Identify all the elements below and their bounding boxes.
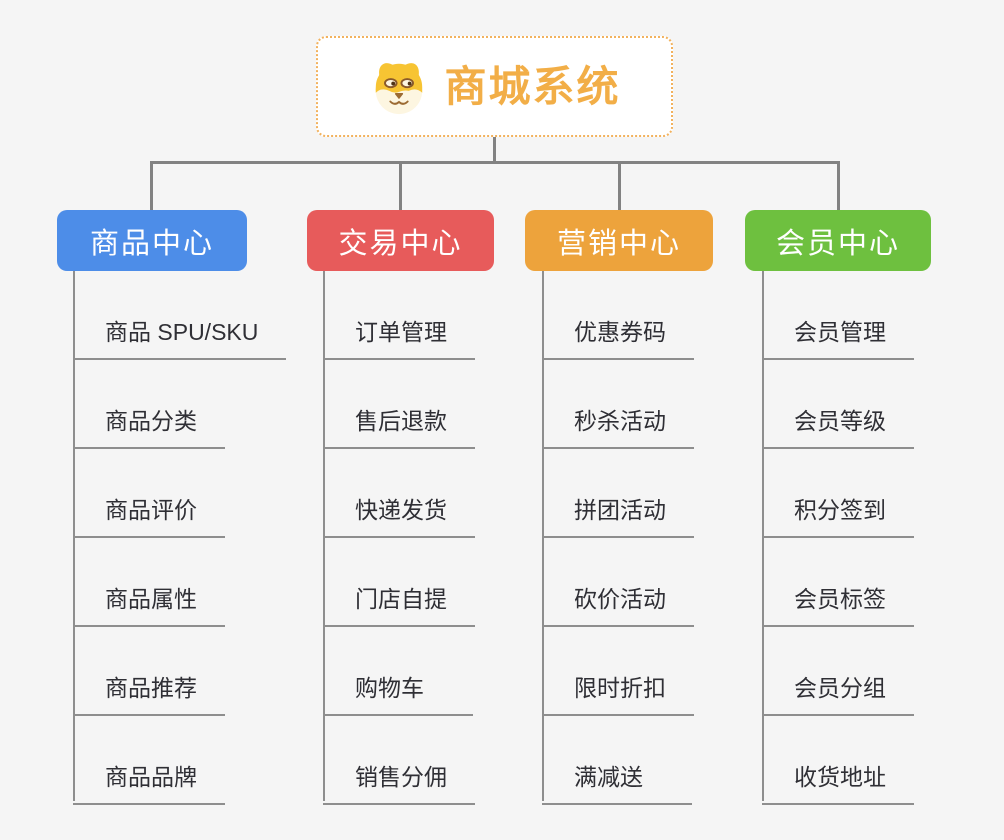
leaf-node[interactable]: 优惠券码 [542,271,694,360]
leaf-node[interactable]: 商品属性 [73,538,225,627]
branch-column-product: 商品 SPU/SKU 商品分类 商品评价 商品属性 商品推荐 商品品牌 [73,271,287,805]
leaf-node[interactable]: 快递发货 [323,449,475,538]
leaf-node[interactable]: 积分签到 [762,449,914,538]
leaf-node[interactable]: 订单管理 [323,271,475,360]
leaf-node[interactable]: 商品分类 [73,360,225,449]
leaf-node[interactable]: 收货地址 [762,716,914,805]
leaf-node[interactable]: 会员分组 [762,627,914,716]
branch-header-marketing-center[interactable]: 营销中心 [525,210,713,271]
connector-root-stub [493,137,496,164]
leaf-node[interactable]: 购物车 [323,627,473,716]
leaf-node[interactable]: 门店自提 [323,538,475,627]
connector-drop-product [150,164,153,210]
root-node[interactable]: 商城系统 [316,36,673,137]
leaf-node[interactable]: 限时折扣 [542,627,694,716]
connector-drop-trade [399,164,402,210]
branch-column-marketing: 优惠券码 秒杀活动 拼团活动 砍价活动 限时折扣 满减送 [542,271,694,805]
connector-horizontal-line [150,161,840,164]
leaf-node[interactable]: 拼团活动 [542,449,694,538]
leaf-node[interactable]: 秒杀活动 [542,360,694,449]
leaf-node[interactable]: 砍价活动 [542,538,694,627]
connector-drop-member [837,164,840,210]
branch-trunk-line [73,271,75,801]
branch-column-trade: 订单管理 售后退款 快递发货 门店自提 购物车 销售分佣 [323,271,475,805]
leaf-node[interactable]: 满减送 [542,716,692,805]
leaf-node[interactable]: 销售分佣 [323,716,475,805]
leaf-node[interactable]: 商品品牌 [73,716,225,805]
leaf-node[interactable]: 售后退款 [323,360,475,449]
leaf-node[interactable]: 商品推荐 [73,627,225,716]
dog-face-icon [368,58,430,116]
connector-drop-marketing [618,164,621,210]
branch-trunk-line [542,271,544,801]
leaf-node[interactable]: 商品评价 [73,449,225,538]
root-title: 商城系统 [444,62,621,110]
branch-column-member: 会员管理 会员等级 积分签到 会员标签 会员分组 收货地址 [762,271,914,805]
branch-trunk-line [762,271,764,801]
branch-header-member-center[interactable]: 会员中心 [745,210,931,271]
leaf-node[interactable]: 商品 SPU/SKU [73,271,287,360]
leaf-node[interactable]: 会员标签 [762,538,914,627]
branch-header-trade-center[interactable]: 交易中心 [307,210,494,271]
leaf-node[interactable]: 会员等级 [762,360,914,449]
leaf-node[interactable]: 会员管理 [762,271,914,360]
branch-header-product-center[interactable]: 商品中心 [57,210,247,271]
branch-trunk-line [323,271,325,801]
